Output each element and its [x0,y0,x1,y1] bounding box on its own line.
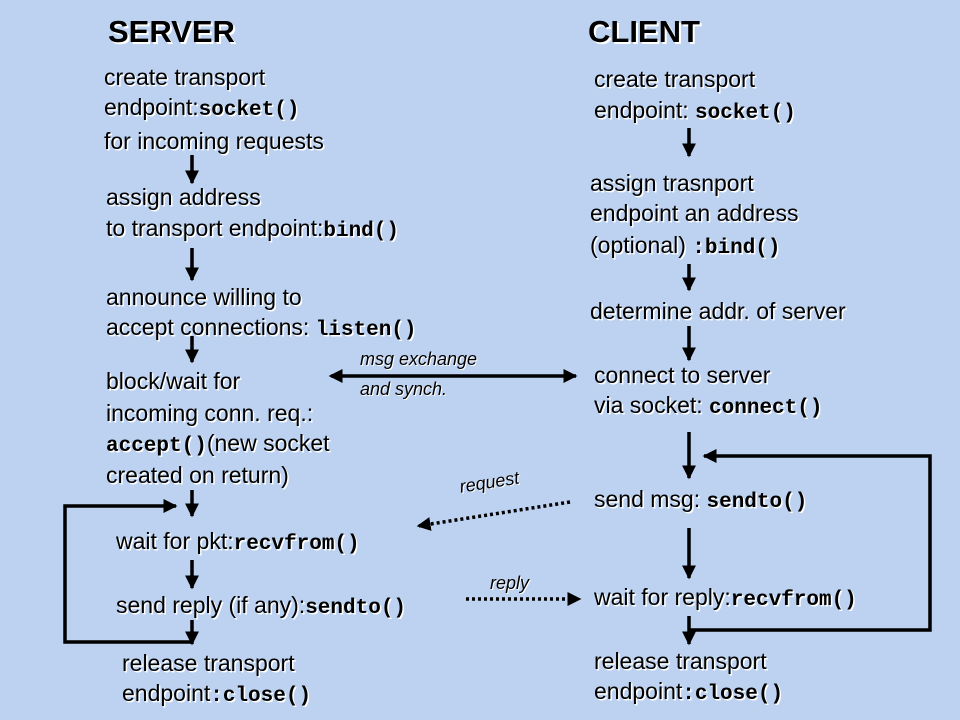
client-step-recvfrom: wait for reply:recvfrom() [594,582,857,616]
client-close-line1: release transport [594,648,767,674]
client-connect-text: via socket: [594,392,710,418]
server-socket-text: endpoint: [104,94,199,120]
server-listen-code: listen() [315,319,417,342]
client-recvfrom-text: wait for reply: [594,584,731,610]
client-sendto-text: send msg: [594,486,707,512]
client-loop-arrow [688,449,932,632]
client-bind-line2: endpoint an address [590,200,799,226]
server-socket-line1: create transport [104,64,266,90]
client-connect-code: connect() [709,397,823,420]
client-connect-line1: connect to server [594,362,771,388]
client-socket-line2: endpoint: socket() [594,95,796,129]
reply-label: reply [490,573,530,593]
request-arrow [416,500,571,531]
server-close-line1: release transport [122,650,295,676]
server-sendto-code: sendto() [305,597,407,620]
server-close-text: endpoint [122,680,211,706]
server-bind-code: bind() [323,220,399,243]
client-sendto-code: sendto() [706,491,808,514]
server-heading: SERVER [108,14,235,49]
client-heading: CLIENT [588,14,700,49]
client-bind-line1: assign trasnport [590,170,754,196]
server-bind-text: to transport endpoint: [106,215,324,241]
server-listen-text: accept connections: [106,314,316,340]
server-listen-line1: announce willing to [106,284,302,310]
client-close-line2: endpoint:close() [594,676,783,710]
server-socket-line2: endpoint:socket() [104,92,299,126]
server-sendto-text: send reply (if any): [116,592,306,618]
client-connect-line2: via socket: connect() [594,390,822,424]
server-accept-line4: created on return) [106,462,289,488]
server-close-code: :close() [210,685,312,708]
msg-exchange-label-line2: and synch. [360,379,448,399]
server-loop-arrow [63,499,192,644]
client-bind-text: (optional) [590,232,693,258]
client-socket-code: socket() [695,102,796,125]
client-recvfrom-code: recvfrom() [730,589,857,612]
client-bind-code: :bind() [692,237,781,260]
server-bind-line2: to transport endpoint:bind() [106,213,399,247]
server-listen-line2: accept connections: listen() [106,312,417,346]
server-step-recvfrom: wait for pkt:recvfrom() [116,526,360,560]
client-socket-line1: create transport [594,66,756,92]
server-accept-line1: block/wait for [106,368,241,394]
server-accept-line3: accept()(new socket [106,428,330,462]
client-close-code: :close() [682,683,784,706]
server-accept-code: accept() [106,435,207,458]
server-accept-text: (new socket [206,430,330,456]
server-bind-line1: assign address [106,184,261,210]
server-accept-line2: incoming conn. req.: [106,400,314,426]
client-step-determine: determine addr. of server [590,298,846,324]
server-step-sendto: send reply (if any):sendto() [116,590,406,624]
client-step-sendto: send msg: sendto() [594,484,807,518]
client-socket-text: endpoint: [594,97,696,123]
client-bind-line3: (optional) :bind() [590,230,781,264]
server-recvfrom-code: recvfrom() [233,533,360,556]
client-close-text: endpoint [594,678,683,704]
server-close-line2: endpoint:close() [122,678,311,712]
server-socket-line3: for incoming requests [104,128,324,154]
server-socket-code: socket() [198,99,300,122]
server-recvfrom-text: wait for pkt: [116,528,234,554]
msg-exchange-label-line1: msg exchange [360,349,478,369]
